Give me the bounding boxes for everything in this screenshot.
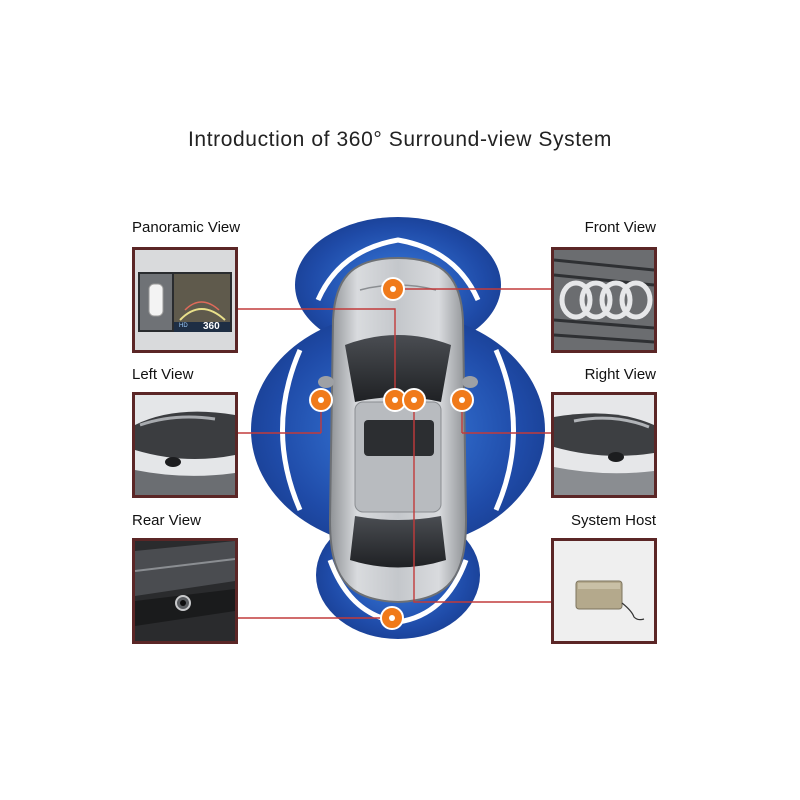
right-camera-dot	[450, 388, 474, 412]
360-badge: 360	[203, 321, 220, 332]
front-camera-dot	[381, 277, 405, 301]
system-host-image	[551, 538, 657, 644]
camera-dots	[309, 277, 474, 630]
rear-camera-dot	[380, 606, 404, 630]
center-camera-dot-b	[402, 388, 426, 412]
line-host	[413, 400, 551, 603]
rear-view-image	[132, 538, 238, 644]
label-system-host: System Host	[570, 512, 656, 529]
panoramic-view-image: HD 360	[132, 247, 238, 353]
label-rear-view: Rear View	[132, 512, 201, 529]
left-camera-dot	[309, 388, 333, 412]
right-view-image	[551, 392, 657, 498]
center-camera-dot-a	[383, 388, 407, 412]
page-title: Introduction of 360° Surround-view Syste…	[187, 128, 613, 151]
car-top-view	[318, 256, 478, 604]
label-front-view: Front View	[584, 219, 656, 236]
hd-badge: HD	[179, 323, 188, 329]
left-view-image	[132, 392, 238, 498]
line-panoramic	[238, 308, 396, 400]
label-right-view: Right View	[584, 366, 656, 383]
label-panoramic-view: Panoramic View	[132, 219, 241, 236]
label-left-view: Left View	[132, 366, 194, 383]
front-view-image	[551, 247, 657, 353]
